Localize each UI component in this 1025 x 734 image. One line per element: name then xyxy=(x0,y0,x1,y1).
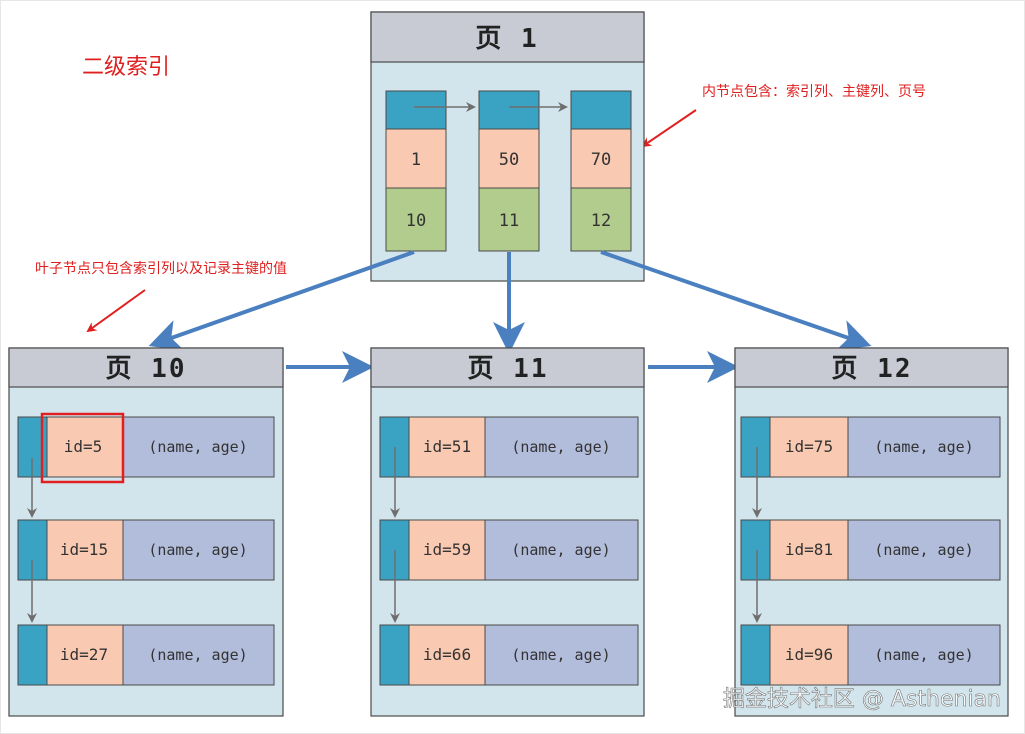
leaf-record: id=81 (name, age) xyxy=(740,519,1001,581)
index-key-value: 50 xyxy=(499,150,519,170)
root-entry: 1 10 xyxy=(385,90,447,252)
page-number-cell xyxy=(385,187,447,252)
record-columns: (name, age) xyxy=(148,541,247,559)
record-rest-cell xyxy=(484,624,639,686)
record-id-cell xyxy=(46,624,124,686)
page-number-value: 10 xyxy=(406,211,426,231)
leaf-page-11: 页 11 id=51 (name, age) id=59 (name, age)… xyxy=(370,347,645,717)
record-id-cell xyxy=(408,624,486,686)
record-id-cell xyxy=(46,416,124,478)
leaf-record: id=15 (name, age) xyxy=(17,519,275,581)
leaf-page-title: 页 11 xyxy=(468,354,549,384)
watermark: 掘金技术社区 @ Asthenian xyxy=(723,687,1001,712)
root-entry: 50 11 xyxy=(478,90,540,252)
record-id: id=66 xyxy=(423,645,471,664)
record-rest-cell xyxy=(122,519,275,581)
root-entry: 70 12 xyxy=(570,90,632,252)
root-page-title: 页 1 xyxy=(475,24,538,54)
record-columns: (name, age) xyxy=(511,438,610,456)
leaf-record: id=75 (name, age) xyxy=(740,416,1001,478)
record-pointer-cell xyxy=(740,624,771,686)
record-id-cell xyxy=(769,519,849,581)
root-to-page-12-arrow xyxy=(600,250,872,351)
record-id: id=27 xyxy=(60,645,108,664)
record-rest-cell xyxy=(484,416,639,478)
leaf-node-annotation-arrow xyxy=(86,289,146,333)
record-columns: (name, age) xyxy=(148,646,247,664)
record-columns: (name, age) xyxy=(874,646,973,664)
record-id: id=5 xyxy=(64,437,103,456)
record-rest-cell xyxy=(122,416,275,478)
leaf-page-10: 页 10 id=5 (name, age) id=15 (name, age) … xyxy=(8,347,284,717)
record-id: id=81 xyxy=(785,540,833,559)
leaf-page-header xyxy=(370,347,645,388)
record-id: id=15 xyxy=(60,540,108,559)
pointer-cell xyxy=(570,90,632,130)
index-key-cell xyxy=(385,128,447,189)
record-columns: (name, age) xyxy=(874,541,973,559)
record-pointer-cell xyxy=(379,624,410,686)
index-key-value: 1 xyxy=(411,150,421,170)
pointer-cell xyxy=(478,90,540,130)
record-rest-cell xyxy=(847,624,1001,686)
leaf-record: id=27 (name, age) xyxy=(17,624,275,686)
root-to-page-10-arrow xyxy=(148,250,415,351)
page-number-cell xyxy=(478,187,540,252)
root-page-header xyxy=(370,11,645,63)
internal-node-annotation-arrow xyxy=(641,109,697,148)
record-id: id=96 xyxy=(785,645,833,664)
leaf-record: id=59 (name, age) xyxy=(379,519,639,581)
record-rest-cell xyxy=(122,624,275,686)
record-id: id=51 xyxy=(423,437,471,456)
leaf-node-annotation: 叶子节点只包含索引列以及记录主键的值 xyxy=(35,260,287,277)
leaf-record: id=96 (name, age) xyxy=(740,624,1001,686)
record-pointer-cell xyxy=(17,624,48,686)
index-key-value: 70 xyxy=(591,150,611,170)
record-id: id=59 xyxy=(423,540,471,559)
record-pointer-cell xyxy=(740,416,771,478)
leaf-page-header xyxy=(8,347,284,388)
leaf-record: id=66 (name, age) xyxy=(379,624,639,686)
record-id-cell xyxy=(769,624,849,686)
page-number-cell xyxy=(570,187,632,252)
record-rest-cell xyxy=(847,519,1001,581)
leaf-page-title: 页 12 xyxy=(832,354,913,384)
page-number-value: 11 xyxy=(499,211,519,231)
pointer-cell xyxy=(385,90,447,130)
leaf-page-header xyxy=(734,347,1009,388)
diagram-title: 二级索引 xyxy=(82,55,170,80)
page-number-value: 12 xyxy=(591,211,611,231)
record-columns: (name, age) xyxy=(511,541,610,559)
record-id: id=75 xyxy=(785,437,833,456)
record-rest-cell xyxy=(847,416,1001,478)
internal-node-annotation: 内节点包含：索引列、主键列、页号 xyxy=(702,83,926,100)
root-page: 页 1 1 10 50 11 70 12 xyxy=(370,11,645,282)
leaf-page-title: 页 10 xyxy=(106,354,187,384)
record-columns: (name, age) xyxy=(874,438,973,456)
record-id-cell xyxy=(408,519,486,581)
record-id-cell xyxy=(408,416,486,478)
record-columns: (name, age) xyxy=(511,646,610,664)
leaf-record: id=5 (name, age) xyxy=(17,416,275,478)
leaf-page-12: 页 12 id=75 (name, age) id=81 (name, age)… xyxy=(734,347,1009,717)
leaf-record: id=51 (name, age) xyxy=(379,416,639,478)
record-pointer-cell xyxy=(740,519,771,581)
record-columns: (name, age) xyxy=(148,438,247,456)
highlight-box xyxy=(40,412,125,484)
record-rest-cell xyxy=(484,519,639,581)
record-id-cell xyxy=(769,416,849,478)
